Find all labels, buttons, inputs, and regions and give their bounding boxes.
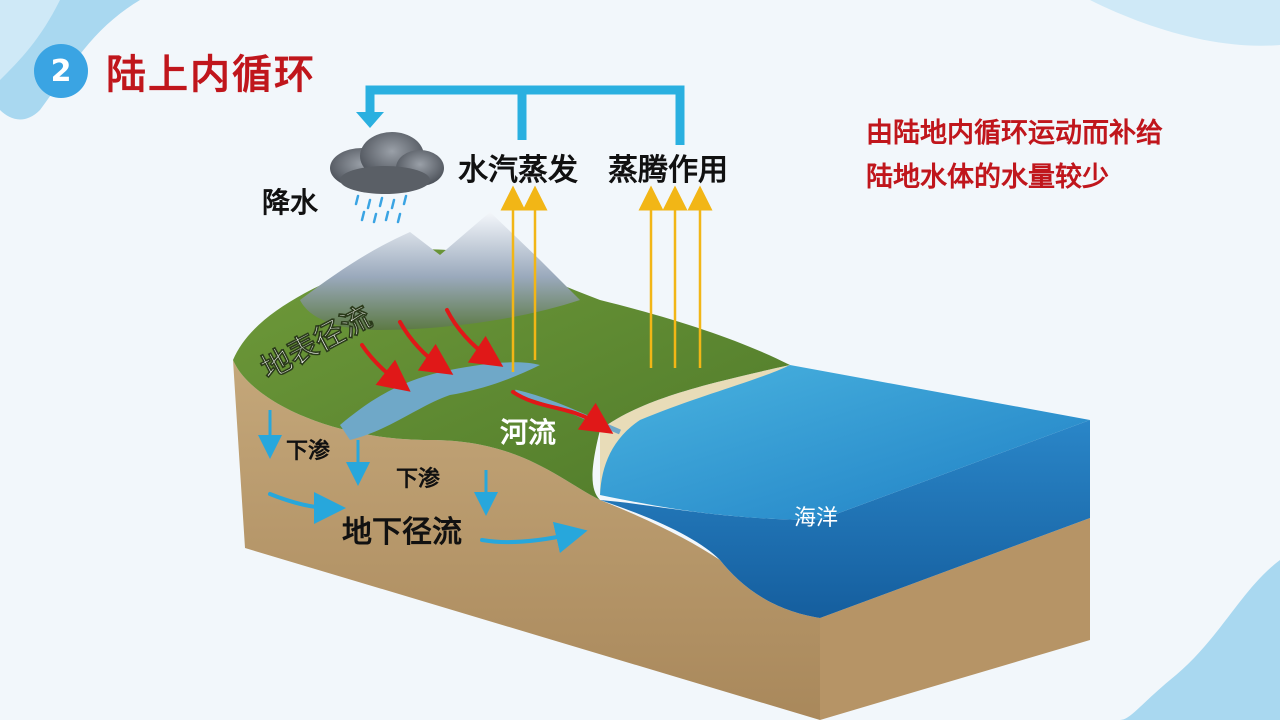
rain-cloud-icon (330, 132, 444, 194)
section-number-badge: 2 (34, 44, 88, 98)
ocean-top (600, 365, 1090, 520)
note-line-2: 陆地水体的水量较少 (866, 162, 1109, 193)
mountain (300, 212, 580, 330)
transpiration-arrows (638, 185, 713, 368)
loop-arrowhead (356, 112, 384, 128)
label-precipitation: 降水 (262, 186, 319, 219)
label-evaporation: 水汽蒸发 (458, 153, 578, 188)
label-transpiration: 蒸腾作用 (608, 153, 728, 188)
label-infiltration-1: 下渗 (286, 438, 331, 464)
surface-runoff-arrows (360, 308, 614, 434)
loop-line (365, 85, 685, 145)
label-infiltration-2: 下渗 (396, 466, 441, 492)
corner-blob-top-right (1090, 0, 1280, 46)
ocean-front (600, 420, 1090, 618)
rain-drops (354, 194, 408, 224)
label-groundwater-runoff: 地下径流 (342, 515, 462, 550)
groundwater-arrows (268, 491, 588, 554)
side-note: 由陆地内循环运动而补给 陆地水体的水量较少 (866, 112, 1163, 200)
label-river: 河流 (500, 416, 556, 449)
corner-blob-top-left-2 (0, 0, 60, 80)
soil-right-front (820, 518, 1090, 720)
label-ocean: 海洋 (794, 506, 838, 531)
slide-header: 2 陆上内循环 (34, 42, 316, 100)
corner-blob-bottom-right (1120, 560, 1280, 720)
infiltration-arrows (258, 410, 498, 516)
note-line-1: 由陆地内循环运动而补给 (866, 118, 1163, 149)
beach (600, 365, 790, 500)
slide-title: 陆上内循环 (106, 52, 316, 98)
evaporation-arrows (500, 185, 548, 372)
lake (340, 362, 540, 440)
